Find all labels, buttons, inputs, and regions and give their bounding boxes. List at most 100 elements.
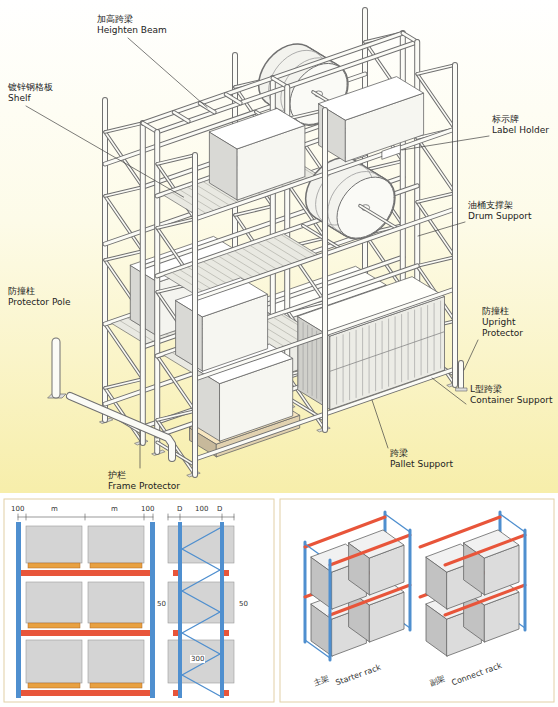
bracing — [157, 411, 195, 420]
pallet-load — [26, 640, 82, 683]
dimension-label: D — [176, 505, 183, 513]
callout-label: Shelf — [8, 93, 31, 104]
leader-line — [418, 222, 465, 236]
callout-label: 标示牌 — [492, 114, 519, 125]
protector-plate — [456, 388, 467, 391]
bracing — [417, 257, 455, 266]
panel-frame — [4, 499, 274, 702]
rack-module — [305, 512, 410, 660]
callout-label: Protector Pole — [8, 297, 71, 308]
heighten-beam — [174, 112, 188, 121]
beam — [330, 535, 410, 565]
bracing — [105, 251, 143, 260]
protectors — [48, 342, 467, 458]
callout-label: Container Support — [470, 395, 552, 406]
bracing — [235, 206, 273, 215]
upright — [178, 522, 182, 698]
callout-label: 油桶支撑架 — [468, 200, 513, 211]
heighten-beam — [226, 94, 240, 103]
drum-support — [303, 226, 341, 249]
upright — [220, 522, 224, 698]
callout-label: Upright Protector — [482, 317, 546, 339]
drum-support — [360, 206, 398, 229]
bracing — [417, 138, 455, 193]
dimension-tick — [18, 514, 19, 520]
cage-slat — [401, 315, 402, 382]
dimension-line — [18, 517, 153, 518]
beam — [445, 585, 525, 615]
pallet-load — [88, 640, 144, 683]
callout-label: 跨梁 — [390, 448, 408, 459]
dimension-label: 100 — [194, 505, 209, 513]
heighten-beam — [174, 112, 188, 121]
carton-top — [319, 77, 424, 121]
label-holder — [382, 145, 400, 159]
bracing — [105, 379, 143, 388]
bracing — [417, 65, 455, 74]
beam-section — [224, 570, 229, 576]
bracing — [365, 161, 403, 170]
cage-slat — [298, 320, 299, 387]
leader-line — [372, 400, 388, 448]
pallet-load — [26, 582, 82, 623]
protector-pole — [53, 342, 60, 394]
drum — [306, 158, 394, 238]
frame-tie — [385, 514, 410, 532]
cage-slat — [421, 308, 422, 375]
pallet — [28, 623, 80, 628]
drum-support — [360, 206, 398, 229]
cage-slat — [303, 323, 304, 390]
storage-rack — [48, 10, 467, 477]
cage-slat — [369, 326, 370, 393]
dimension-label: m — [50, 505, 59, 513]
leader-line — [432, 378, 466, 404]
bracing — [157, 155, 195, 164]
rack-label: Connect rack — [450, 660, 503, 688]
bracing — [182, 591, 220, 612]
upright-protector — [458, 363, 464, 387]
bracing — [105, 187, 143, 196]
dimension-label: 50 — [156, 600, 167, 608]
panel-frame — [280, 499, 554, 702]
bracing — [157, 442, 195, 465]
cage-slat — [440, 301, 441, 368]
leader-line — [140, 431, 141, 468]
pallet-load — [168, 582, 234, 623]
dimension-tick — [180, 514, 181, 520]
dimension-tick — [144, 514, 145, 520]
callout-label: 防撞柱 — [8, 286, 35, 297]
dimension-tick — [153, 514, 154, 520]
cage-slat — [336, 337, 337, 404]
callout-label: Heighten Beam — [97, 25, 167, 36]
rack-row — [152, 42, 460, 477]
bracing — [417, 193, 455, 202]
cage-slat — [382, 321, 383, 388]
cage-slat — [388, 319, 389, 386]
bracing — [157, 411, 195, 420]
callout-label: Frame Protector — [108, 481, 180, 492]
cage-slat — [316, 331, 317, 398]
beam-section — [224, 630, 229, 636]
frame-protector — [70, 396, 172, 458]
callout-label: 护栏 — [108, 470, 126, 481]
bracing — [417, 65, 455, 74]
beam — [20, 630, 152, 636]
cage-slat — [356, 330, 357, 397]
cage-slat — [434, 303, 435, 370]
cage-box-top — [298, 277, 445, 336]
upright — [329, 560, 332, 660]
bracing — [182, 549, 220, 570]
leader-line — [464, 340, 478, 370]
background — [0, 0, 558, 493]
dimension-tick — [26, 514, 27, 520]
callout-label: 防撞柱 — [482, 306, 509, 317]
cage-slat — [395, 317, 396, 384]
pallet-load — [88, 582, 144, 623]
callout-label: Pallet Support — [390, 459, 453, 470]
rack-label: Starter rack — [334, 662, 382, 689]
beam-section — [173, 690, 178, 696]
bracing — [182, 528, 220, 549]
callout-label: 加高跨梁 — [97, 14, 133, 25]
callout-label: Drum Support — [468, 211, 532, 222]
bracing — [182, 570, 220, 591]
